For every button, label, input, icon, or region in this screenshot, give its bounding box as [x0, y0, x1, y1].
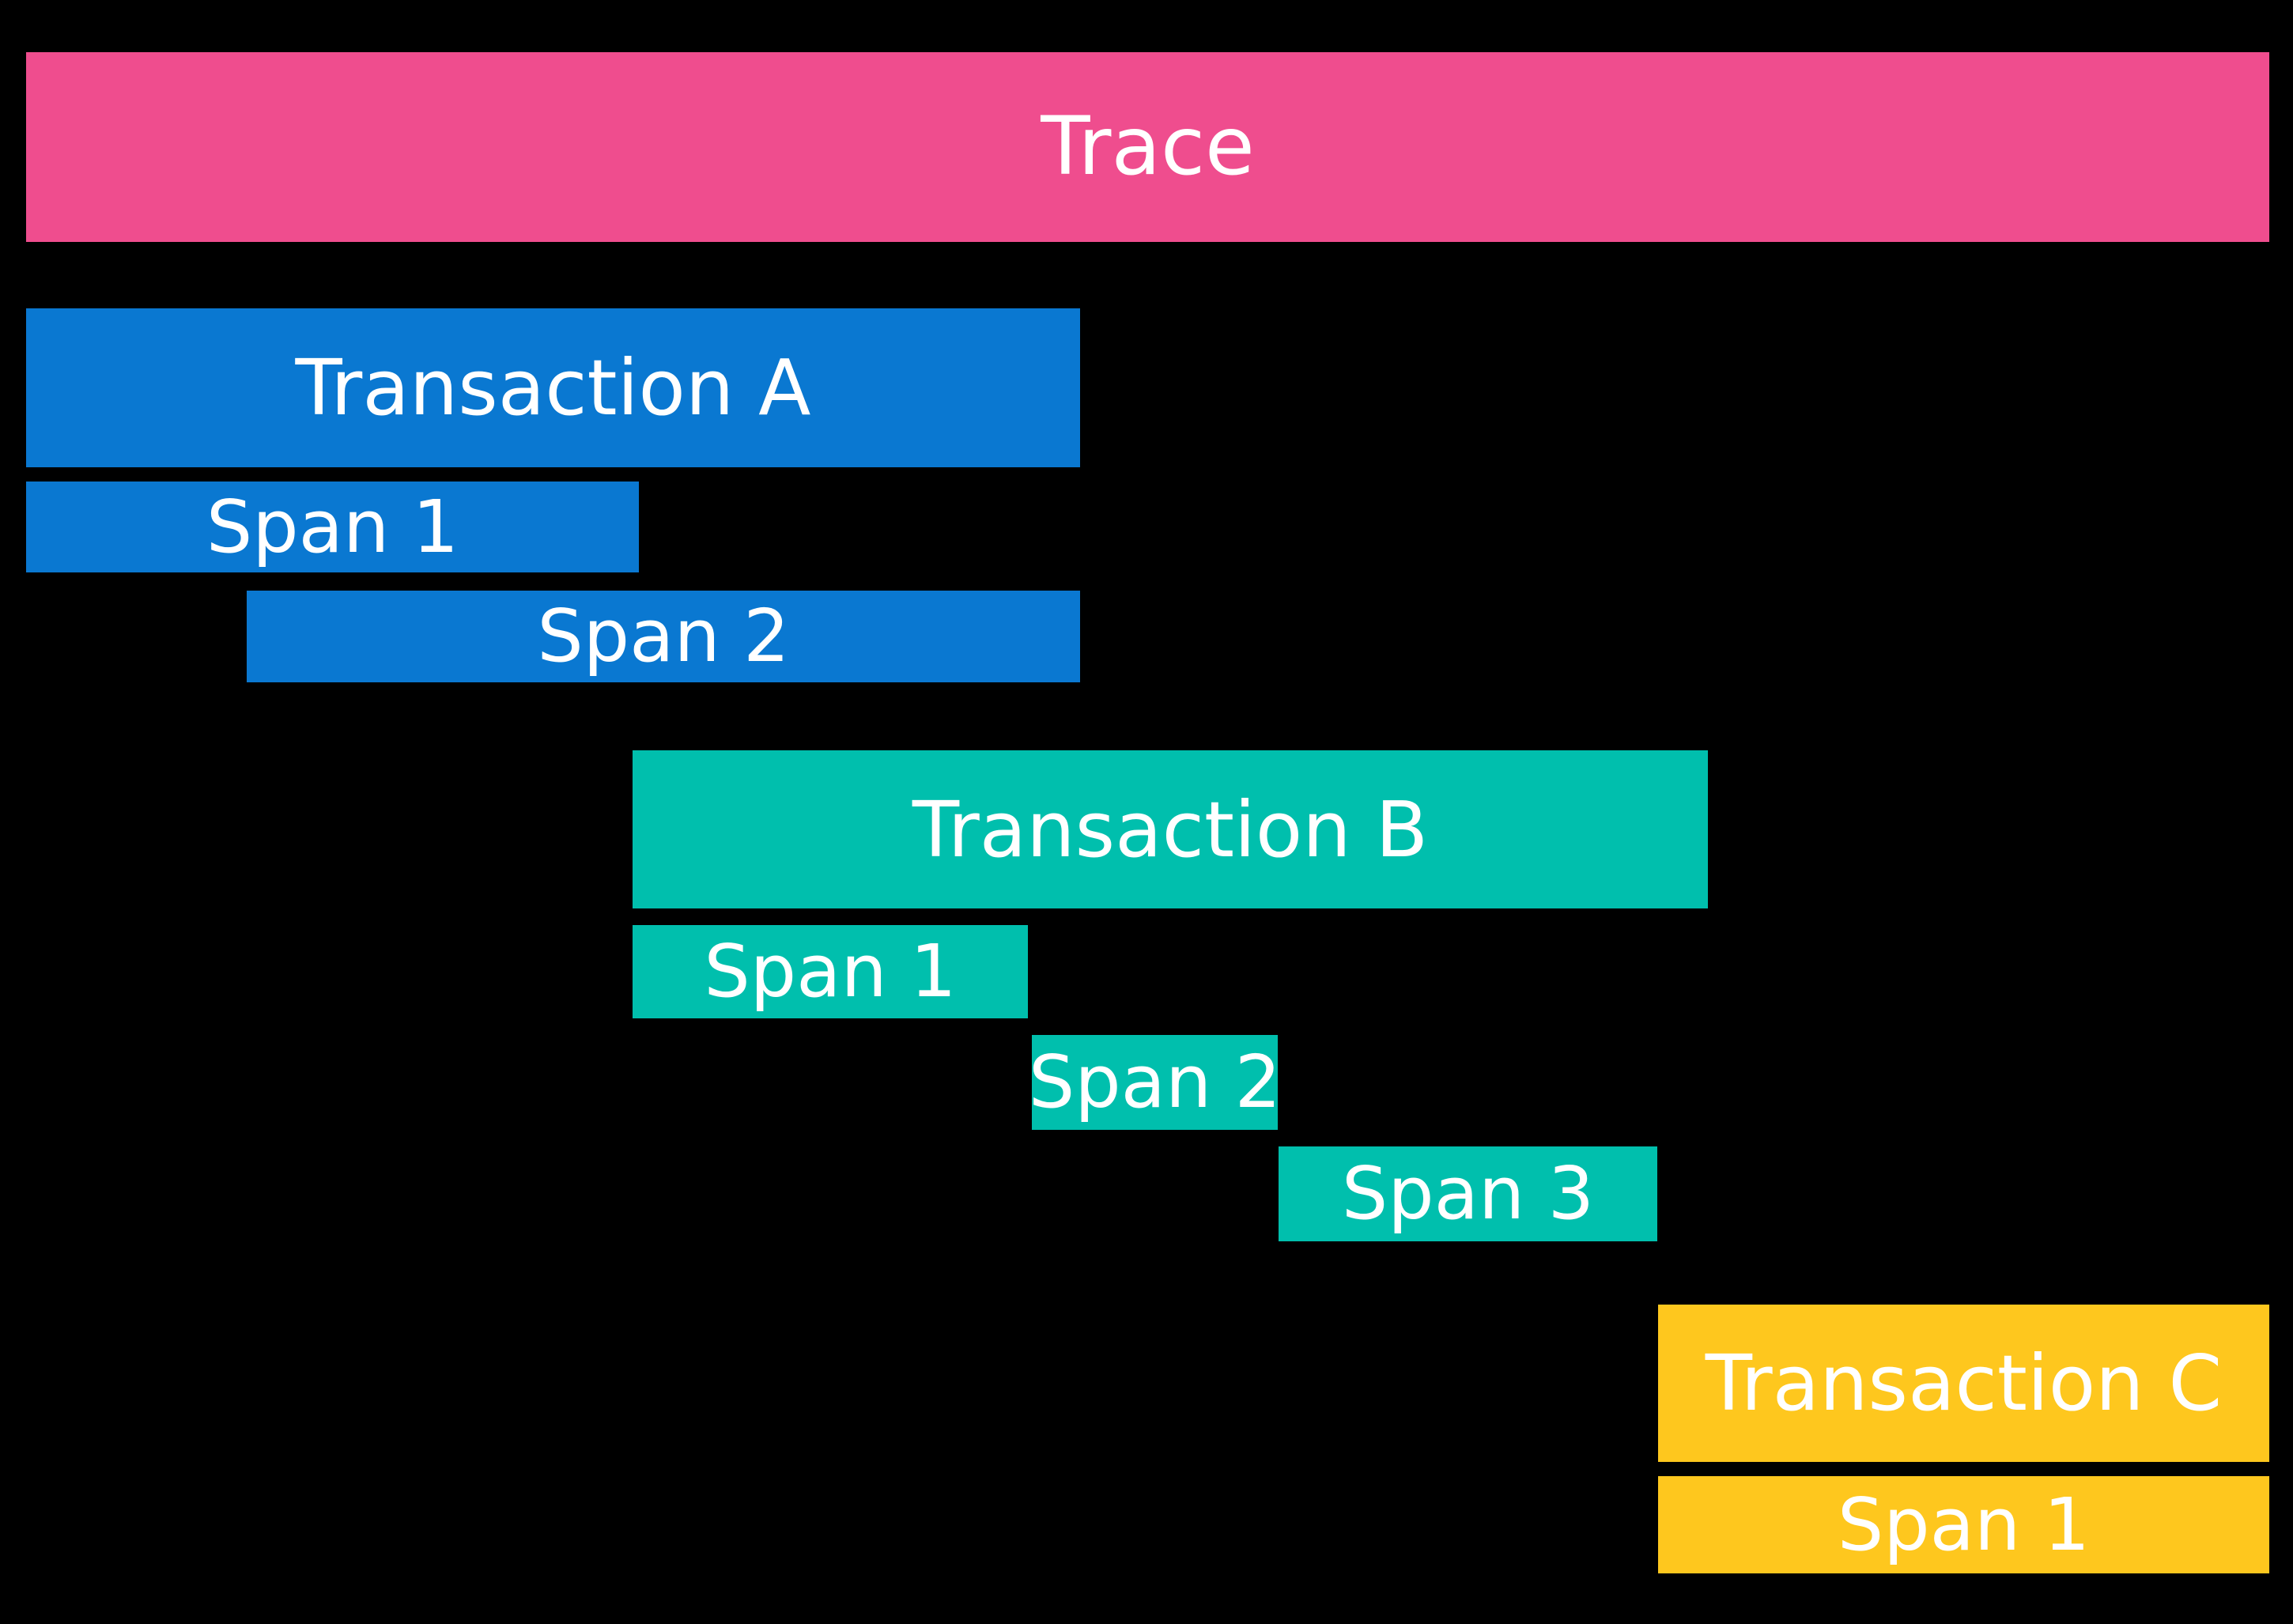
transaction-b-span-3-label: Span 3: [1341, 1151, 1595, 1236]
transaction-c-span-1-label: Span 1: [1837, 1482, 2091, 1567]
transaction-a-span-2-label: Span 2: [537, 594, 790, 678]
transaction-b-span-3-bar: Span 3: [1279, 1146, 1657, 1241]
transaction-a-label: Transaction A: [295, 343, 811, 432]
transaction-b-span-2-label: Span 2: [1028, 1040, 1282, 1124]
trace-label: Trace: [1041, 100, 1255, 194]
trace-bar: Trace: [26, 52, 2269, 242]
transaction-a-span-2-bar: Span 2: [247, 591, 1080, 682]
transaction-c-bar: Transaction C: [1658, 1305, 2269, 1462]
transaction-b-bar: Transaction B: [633, 750, 1708, 908]
transaction-a-span-1-bar: Span 1: [26, 482, 639, 572]
transaction-b-span-1-bar: Span 1: [633, 925, 1028, 1018]
transaction-b-label: Transaction B: [912, 784, 1429, 874]
transaction-b-span-1-label: Span 1: [704, 929, 957, 1014]
transaction-a-bar: Transaction A: [26, 308, 1080, 467]
transaction-c-span-1-bar: Span 1: [1658, 1476, 2269, 1573]
transaction-c-label: Transaction C: [1705, 1339, 2223, 1428]
transaction-a-span-1-label: Span 1: [206, 484, 459, 569]
transaction-b-span-2-bar: Span 2: [1028, 1035, 1282, 1130]
